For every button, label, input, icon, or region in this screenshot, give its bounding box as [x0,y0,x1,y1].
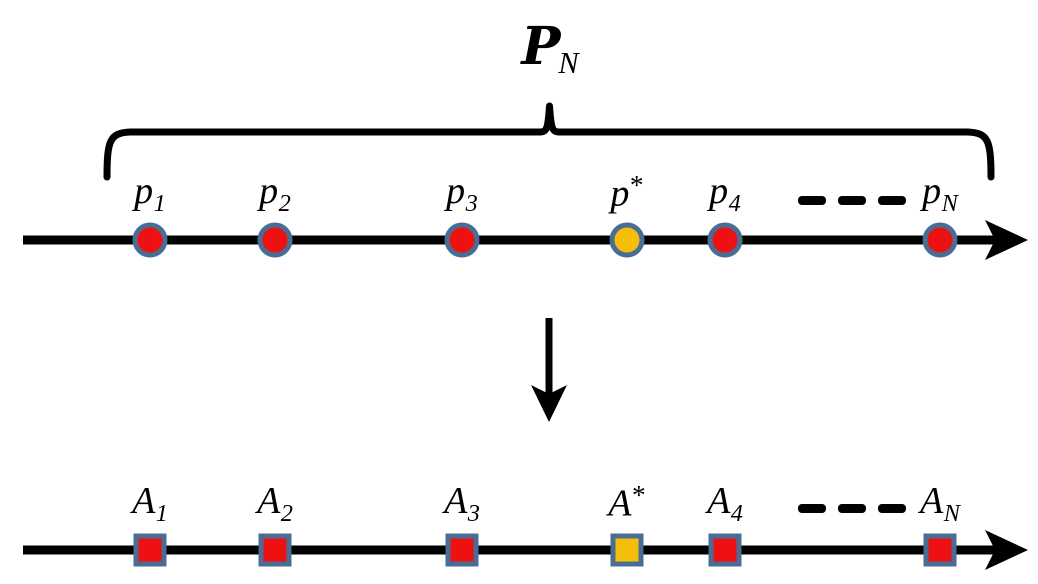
bottom-marker-A2[interactable] [258,533,292,567]
ellipsis-dashes-top [798,196,906,205]
bottom-marker-A3[interactable] [445,533,479,567]
top-marker-p2[interactable] [257,222,293,258]
set-label-script-p: PN [521,16,578,81]
interval-label-sub: 3 [467,499,480,527]
point-label-sub: N [941,189,958,217]
interval-label-A3: A3 [444,482,480,526]
point-label-base: p [446,170,466,212]
point-label-base: p [259,170,279,212]
interval-label-base: A [132,480,156,522]
intervals-number-line-axis [23,530,1028,570]
point-label-sup: * [629,170,644,200]
interval-label-base: A [608,482,632,525]
point-label-sub: 2 [278,189,291,217]
top-marker-pN[interactable] [922,222,958,258]
downward-transform-arrow [531,318,567,422]
bottom-marker-Astar[interactable] [610,533,644,567]
top-marker-p1[interactable] [132,222,168,258]
interval-label-sub: 1 [155,499,168,527]
top-marker-p3[interactable] [444,222,480,258]
point-label-sub: 4 [728,189,741,217]
point-label-p3: p3 [446,172,478,216]
point-label-p2: p2 [259,172,291,216]
top-marker-p4[interactable] [707,222,743,258]
interval-label-A1: A1 [132,482,168,526]
interval-label-sub: 4 [730,499,743,527]
point-label-base: p [610,172,630,215]
interval-label-AN: AN [920,482,960,526]
point-label-pstar: p* [610,170,644,215]
interval-label-base: A [707,480,731,522]
point-label-base: p [709,170,729,212]
point-label-pN: pN [922,172,958,216]
bottom-marker-A4[interactable] [708,533,742,567]
points-number-line-axis [23,220,1028,260]
interval-label-sub: N [943,499,960,527]
interval-label-A4: A4 [707,482,743,526]
interval-label-base: A [920,480,944,522]
point-label-base: p [922,170,942,212]
interval-label-Astar: A* [608,480,646,525]
point-label-p4: p4 [709,172,741,216]
ellipsis-dashes-bottom [798,504,906,513]
bottom-marker-A1[interactable] [133,533,167,567]
top-curly-brace [103,102,995,181]
interval-label-sup: * [632,480,646,510]
script-p-subscript: N [558,46,579,81]
point-label-p1: p1 [134,172,166,216]
interval-label-sub: 2 [280,499,293,527]
point-label-sub: 1 [153,189,166,217]
interval-label-base: A [444,480,468,522]
point-label-sub: 3 [465,189,478,217]
interval-label-A2: A2 [257,482,293,526]
top-marker-pstar[interactable] [609,222,645,258]
bottom-marker-AN[interactable] [923,533,957,567]
script-p-glyph: P [521,16,560,77]
interval-label-base: A [257,480,281,522]
point-label-base: p [134,170,154,212]
